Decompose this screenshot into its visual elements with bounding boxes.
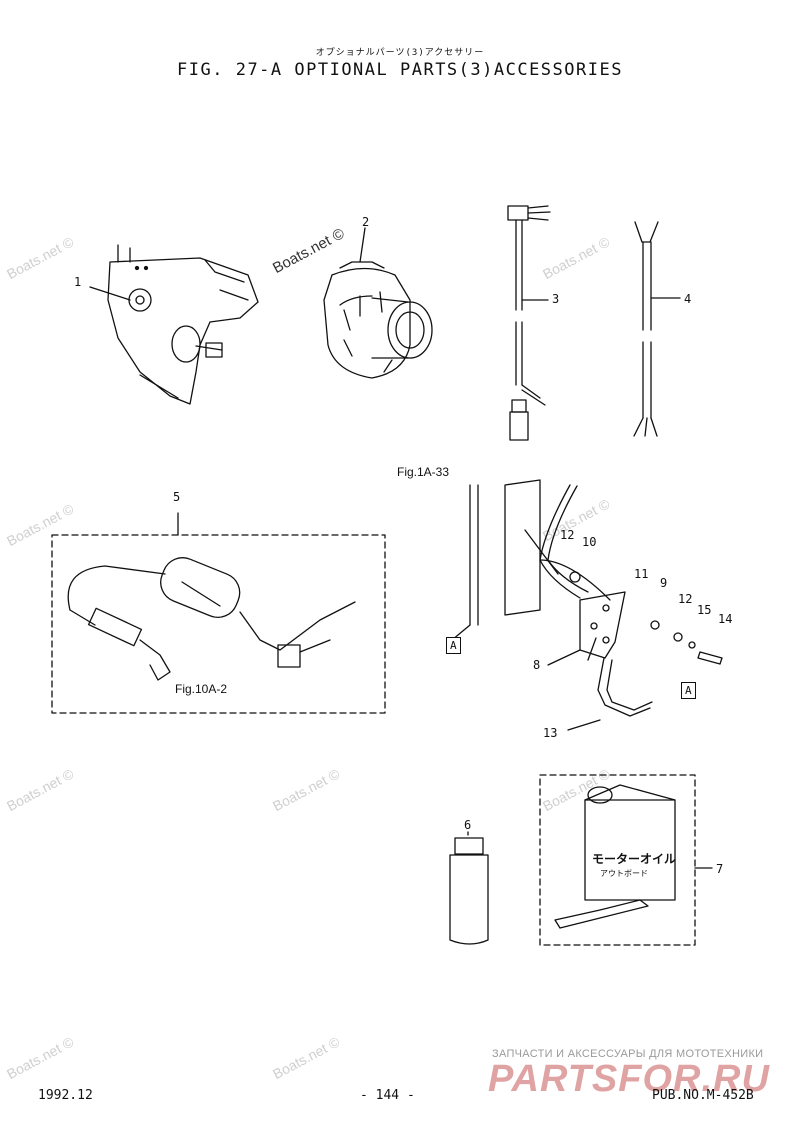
connection-label-a: A [681, 682, 696, 699]
page-subtitle-japanese: オプショナルパーツ(3)アクセサリー [315, 48, 485, 58]
callout-5: 5 [173, 490, 181, 504]
part-1-gearcase-anode [89, 244, 259, 405]
part-7-oil-container [539, 774, 713, 946]
part-8-assembly [451, 479, 723, 731]
callout-3: 3 [552, 292, 560, 306]
oil-label-line1: モーターオイル [592, 852, 677, 866]
part-2-flywheel [323, 227, 433, 379]
callout-1: 1 [74, 275, 82, 289]
callout-15: 15 [697, 603, 712, 617]
callout-13: 13 [543, 726, 558, 740]
callout-11: 11 [634, 567, 649, 581]
callout-7: 7 [716, 862, 724, 876]
callout-14: 14 [718, 612, 733, 626]
connection-label-a: A [446, 637, 461, 654]
part-3-wire-harness [507, 205, 551, 441]
part-6-bottle [449, 831, 489, 945]
callout-6: 6 [464, 818, 472, 832]
callout-10: 10 [582, 535, 597, 549]
oil-label-line2: アウトボード [600, 869, 648, 878]
footer-publication-number: PUB.NO.M-452B [652, 1088, 754, 1103]
footer-date: 1992.12 [38, 1088, 93, 1103]
figure-ref-1a33: Fig.1A-33 [397, 465, 450, 479]
callout-9: 9 [660, 576, 668, 590]
store-logo: PARTSFOR.RU [488, 1058, 770, 1100]
callout-12b: 12 [678, 592, 693, 606]
part-4-cable [633, 221, 681, 437]
callout-12: 12 [560, 528, 575, 542]
callout-8: 8 [533, 658, 541, 672]
part-5-kit [51, 512, 386, 714]
callout-4: 4 [684, 292, 692, 306]
callout-2: 2 [362, 215, 370, 229]
figure-ref-10a2: Fig.10A-2 [175, 682, 228, 696]
store-tagline: ЗАПЧАСТИ И АКСЕССУАРЫ ДЛЯ МОТОТЕХНИКИ [492, 1048, 764, 1060]
page-title: FIG. 27-A OPTIONAL PARTS(3)ACCESSORIES [177, 60, 623, 80]
footer-page-number: - 144 - [360, 1088, 415, 1103]
